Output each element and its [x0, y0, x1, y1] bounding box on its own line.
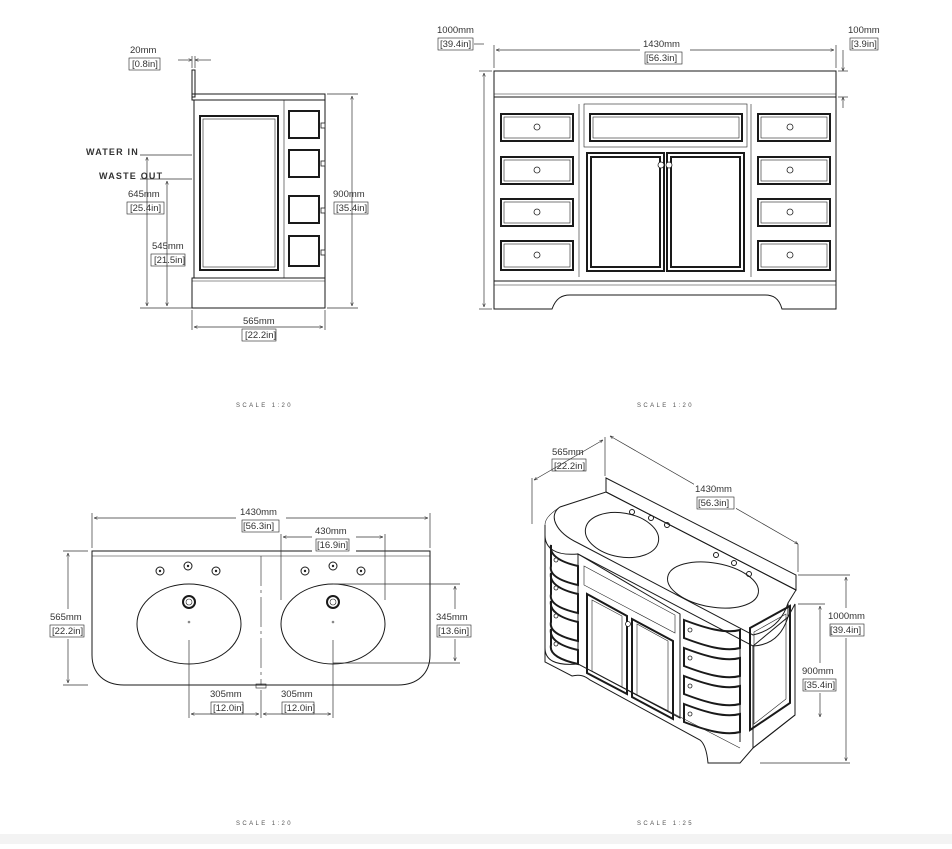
front-top-mm: 100mm [848, 25, 880, 36]
isometric-view: 565mm [22.2in] 1430mm [56.3in] 1000mm [3… [531, 436, 866, 827]
front-height-mm: 1000mm [437, 25, 474, 36]
front-height-in: [39.4in] [440, 39, 471, 50]
front-width-mm: 1430mm [643, 39, 680, 50]
plan-offset-left-in: [12.0in] [213, 703, 244, 714]
plan-depth-in: [22.2in] [52, 626, 83, 637]
front-width-in: [56.3in] [646, 53, 677, 64]
plan-basin-width-in: [16.9in] [317, 540, 348, 551]
plan-basin-width-mm: 430mm [315, 526, 347, 537]
side-545-in: [21.5in] [154, 255, 185, 266]
plan-offset-right-mm: 305mm [281, 689, 313, 700]
iso-total-height-in: [39.4in] [830, 625, 861, 636]
side-elevation: 20mm [0.8in] WATER IN WASTE OUT 645mm [2… [86, 45, 369, 409]
side-900-in: [35.4in] [336, 203, 367, 214]
plan-offset-right-in: [12.0in] [284, 703, 315, 714]
plan-view: 1430mm [56.3in] 430mm [16.9in] 565mm [22… [48, 507, 474, 827]
side-scale: SCALE 1:20 [236, 403, 293, 409]
side-545-mm: 545mm [152, 241, 184, 252]
waste-out-label: WASTE OUT [99, 171, 163, 181]
plan-scale: SCALE 1:20 [236, 821, 293, 827]
side-645-in: [25.4in] [130, 203, 161, 214]
iso-depth-in: [22.2in] [554, 461, 585, 472]
side-645-mm: 645mm [128, 189, 160, 200]
plan-offset-left-mm: 305mm [210, 689, 242, 700]
plan-width-in: [56.3in] [243, 521, 274, 532]
iso-total-height-mm: 1000mm [828, 611, 865, 622]
iso-width-in: [56.3in] [698, 498, 729, 509]
iso-scale: SCALE 1:25 [637, 821, 694, 827]
iso-depth-mm: 565mm [552, 447, 584, 458]
water-in-label: WATER IN [86, 147, 139, 157]
front-top-in: [3.9in] [851, 39, 877, 50]
side-splash-mm: 20mm [130, 45, 156, 56]
side-splash-in: [0.8in] [132, 59, 158, 70]
iso-width-mm: 1430mm [695, 484, 732, 495]
side-depth-mm: 565mm [243, 316, 275, 327]
plan-basin-depth-mm: 345mm [436, 612, 468, 623]
plan-width-mm: 1430mm [240, 507, 277, 518]
side-900-mm: 900mm [333, 189, 365, 200]
iso-body-height-mm: 900mm [802, 666, 834, 677]
side-depth-in: [22.2in] [245, 330, 276, 341]
plan-basin-depth-in: [13.6in] [438, 626, 469, 637]
footer-band [0, 834, 952, 844]
front-scale: SCALE 1:20 [637, 403, 694, 409]
front-elevation: 1000mm [39.4in] 1430mm [56.3in] 100mm [3… [437, 25, 880, 409]
plan-depth-mm: 565mm [50, 612, 82, 623]
iso-body-height-in: [35.4in] [804, 680, 835, 691]
